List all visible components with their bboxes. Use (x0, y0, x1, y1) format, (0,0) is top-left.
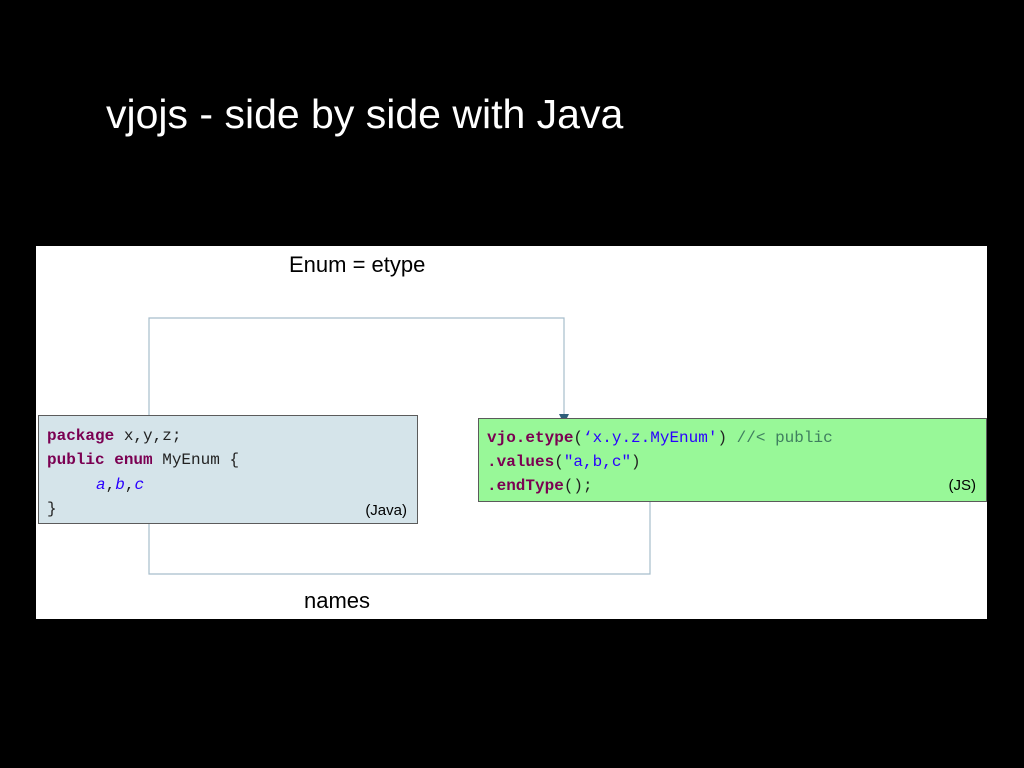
java-keyword-package: package (47, 427, 115, 445)
js-etype-call: vjo.etype (487, 429, 574, 447)
java-keyword-public: public (47, 451, 105, 469)
java-code-box: package x,y,z; public enum MyEnum { a,b,… (38, 415, 418, 524)
js-close-paren-2: ) (631, 453, 641, 471)
js-comment: //< public (727, 429, 833, 447)
js-line-endtype: .endType(); (487, 475, 593, 497)
slide-title: vjojs - side by side with Java (106, 91, 624, 137)
js-code-box: vjo.etype(‘x.y.z.MyEnum') //< public .va… (478, 418, 987, 502)
java-line-package: package x,y,z; (47, 425, 181, 447)
js-tag: (JS) (948, 477, 977, 494)
diagram-panel: Enum = etype package x,y,z; public enum … (36, 246, 987, 619)
js-close-paren-1: ) (717, 429, 728, 447)
js-values-string: "a,b,c" (563, 453, 632, 471)
java-line-enum: public enum MyEnum { (47, 449, 239, 471)
js-values-call: .values (487, 453, 555, 471)
connector-bottom (148, 484, 651, 575)
java-enum-name: MyEnum { (152, 451, 240, 469)
java-tag: (Java) (365, 502, 407, 519)
java-value-a: a (96, 476, 106, 494)
java-line-values: a,b,c (96, 474, 144, 496)
java-comma-2: , (124, 476, 135, 494)
java-comma-1: , (105, 476, 116, 494)
diagram-heading: Enum = etype (289, 252, 426, 277)
java-value-c: c (134, 476, 145, 494)
js-line-etype: vjo.etype(‘x.y.z.MyEnum') //< public (487, 427, 833, 449)
js-open-paren-1: ( (573, 429, 584, 447)
js-type-string: ‘x.y.z.MyEnum' (583, 429, 718, 447)
js-line-values: .values("a,b,c") (487, 451, 641, 473)
java-line-close: } (47, 500, 57, 518)
names-label: names (304, 588, 371, 613)
connector-top (148, 317, 565, 426)
js-open-paren-2: ( (554, 453, 564, 471)
js-endtype-tail: (); (563, 477, 593, 495)
js-endtype-call: .endType (487, 477, 564, 495)
java-package-name: x,y,z; (114, 427, 182, 445)
java-keyword-enum: enum (114, 451, 153, 469)
java-value-b: b (115, 476, 125, 494)
